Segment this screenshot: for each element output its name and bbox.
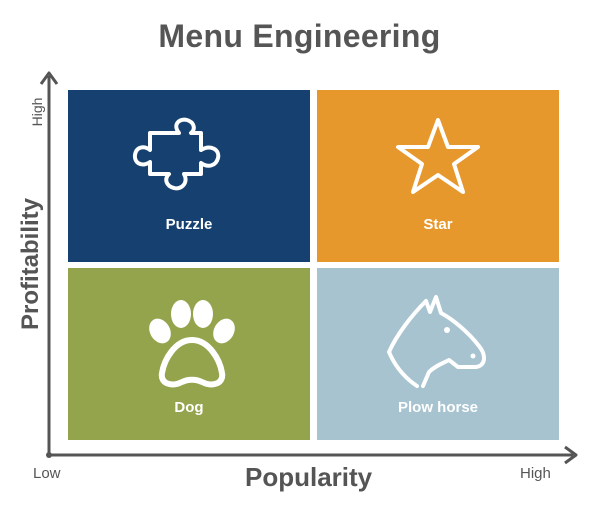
puzzle-piece-icon [132, 117, 221, 191]
diagram-title: Menu Engineering [158, 18, 441, 54]
quadrant-dog: Dog [68, 268, 310, 440]
x-axis-high-label: High [520, 465, 551, 482]
x-axis-label: Popularity [245, 462, 373, 492]
horse-head-icon [387, 295, 486, 388]
quadrant-star: Star [317, 90, 559, 262]
axis-origin-dot [46, 452, 52, 458]
x-axis-arrowhead [564, 445, 578, 465]
quadrant-label-star: Star [423, 216, 453, 233]
y-axis-arrowhead [39, 71, 59, 85]
y-axis-label: Profitability [17, 197, 44, 331]
quadrant-label-plow-horse: Plow horse [397, 399, 479, 416]
star-icon [396, 118, 480, 194]
y-axis-high-label: High [29, 97, 45, 127]
quadrant-puzzle: Puzzle [68, 90, 310, 262]
quadrant-label-puzzle: Puzzle [165, 216, 213, 233]
x-axis-low-label: Low [33, 465, 61, 482]
paw-print-icon [149, 300, 235, 388]
quadrant-label-dog: Dog [174, 399, 204, 416]
quadrant-plow-horse: Plow horse [317, 268, 559, 440]
